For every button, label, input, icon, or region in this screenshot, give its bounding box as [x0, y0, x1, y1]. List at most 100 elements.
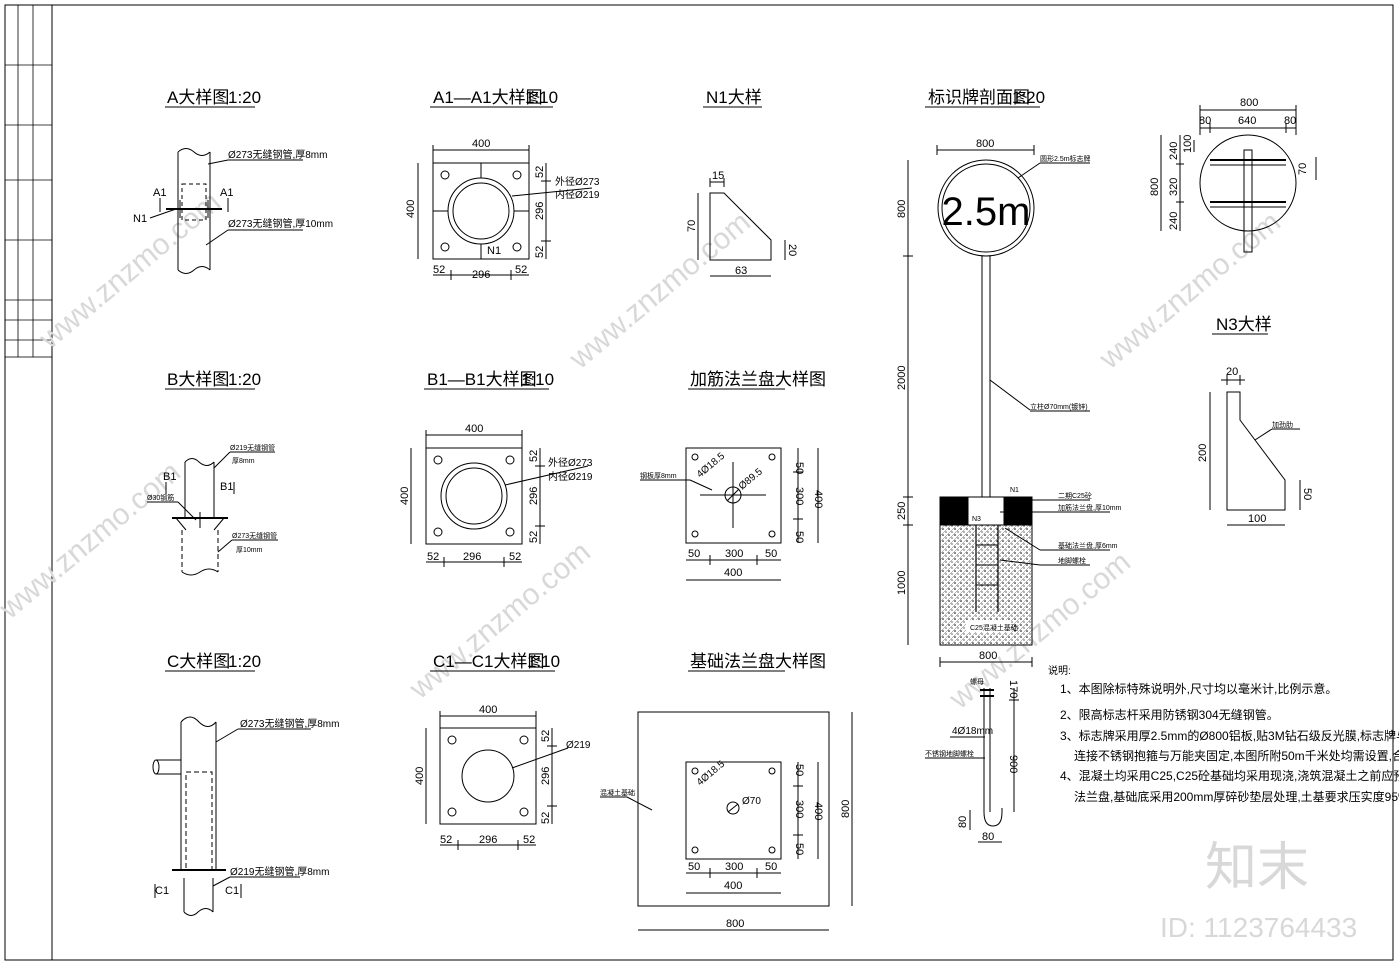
svg-text:4Ø18mm: 4Ø18mm: [952, 726, 993, 737]
svg-text:800: 800: [976, 138, 994, 150]
view-sign-front: 800 80 640 80 800 240 320 240 100 70: [1149, 97, 1317, 253]
svg-text:Ø219: Ø219: [566, 740, 591, 751]
svg-text:52: 52: [433, 264, 445, 276]
svg-text:400: 400: [465, 423, 483, 435]
svg-text:20: 20: [786, 244, 798, 256]
svg-text:80: 80: [982, 831, 994, 843]
svg-text:52: 52: [534, 166, 546, 178]
svg-text:296: 296: [463, 551, 481, 563]
svg-text:300: 300: [725, 548, 743, 560]
svg-text:C1: C1: [225, 885, 239, 897]
svg-text:52: 52: [540, 730, 552, 742]
svg-text:螺母: 螺母: [970, 677, 984, 686]
svg-text:800: 800: [896, 200, 908, 218]
svg-text:Ø273无缝钢管,厚10mm: Ø273无缝钢管,厚10mm: [228, 217, 333, 230]
svg-text:52: 52: [528, 450, 540, 462]
svg-text:2000: 2000: [896, 366, 908, 390]
svg-text:1000: 1000: [896, 571, 908, 595]
svg-text:52: 52: [515, 264, 527, 276]
svg-text:70: 70: [686, 220, 698, 232]
svg-text:296: 296: [534, 202, 546, 220]
svg-text:www.znzmo.com: www.znzmo.com: [0, 455, 187, 626]
view-c1: C1—C1大样图 1:10 400 400 52 296 52 52 296 5…: [414, 652, 591, 850]
svg-text:800: 800: [1240, 97, 1258, 109]
svg-text:加筋法兰盘大样图: 加筋法兰盘大样图: [690, 370, 826, 389]
svg-text:52: 52: [534, 246, 546, 258]
notes-block: 说明: 1、本图除标特殊说明外,尺寸均以毫米计,比例示意。 2、限高标志杆采用防…: [1048, 664, 1399, 804]
svg-text:100: 100: [1248, 513, 1266, 525]
svg-text:N1大样: N1大样: [706, 88, 762, 107]
view-b1: B1—B1大样图 1:10 400 400 52 296 52 52 296 5…: [399, 370, 593, 567]
view-n1: N1大样 15 70 20 63: [686, 88, 798, 277]
svg-text:不锈钢地脚螺栓: 不锈钢地脚螺栓: [925, 749, 974, 758]
svg-text:二期C25砼: 二期C25砼: [1058, 491, 1092, 500]
id-watermark: ID: 1123764433: [1160, 912, 1357, 943]
svg-text:70: 70: [1297, 163, 1309, 175]
view-a1: A1—A1大样图 1:10 N1 400 400 52 296 52 52 29…: [405, 88, 600, 281]
svg-text:Ø70: Ø70: [742, 796, 761, 807]
svg-text:www.znzmo.com: www.znzmo.com: [33, 185, 227, 356]
svg-text:Ø89.5: Ø89.5: [737, 466, 765, 492]
svg-text:B大样图: B大样图: [167, 370, 229, 389]
svg-text:1:20: 1:20: [1012, 88, 1045, 107]
svg-text:52: 52: [509, 551, 521, 563]
svg-text:240: 240: [1168, 142, 1180, 160]
svg-text:50: 50: [765, 861, 777, 873]
view-sign-section: 标识牌剖面图 1:20 800 2.5m 圆形2.5m标志牌 立柱Ø70mm(镀…: [896, 88, 1122, 667]
svg-text:20: 20: [1226, 366, 1238, 378]
svg-text:50: 50: [793, 531, 805, 543]
svg-text:400: 400: [479, 704, 497, 716]
svg-text:50: 50: [793, 462, 805, 474]
svg-text:80: 80: [1199, 115, 1211, 127]
svg-text:加筋法兰盘,厚10mm: 加筋法兰盘,厚10mm: [1058, 503, 1122, 512]
svg-text:Ø30钢筋: Ø30钢筋: [147, 493, 174, 502]
svg-text:296: 296: [528, 487, 540, 505]
svg-text:基础法兰盘大样图: 基础法兰盘大样图: [690, 652, 826, 671]
svg-text:混凝土基础: 混凝土基础: [600, 788, 635, 797]
svg-text:内径Ø219: 内径Ø219: [548, 470, 593, 483]
svg-text:15: 15: [712, 170, 724, 182]
svg-text:63: 63: [735, 265, 747, 277]
svg-text:C1: C1: [155, 885, 169, 897]
svg-text:800: 800: [1149, 178, 1161, 196]
svg-text:4Ø18.5: 4Ø18.5: [695, 759, 728, 789]
view-base-flange: 基础法兰盘大样图 4Ø18.5 Ø70 混凝土基础 50 300 50 400 …: [600, 652, 853, 931]
svg-text:400: 400: [414, 767, 426, 785]
svg-text:内径Ø219: 内径Ø219: [555, 188, 600, 201]
svg-text:1:10: 1:10: [525, 88, 558, 107]
svg-text:100: 100: [1182, 135, 1194, 153]
svg-text:Ø273无缝钢管,厚8mm: Ø273无缝钢管,厚8mm: [228, 148, 327, 161]
svg-text:800: 800: [979, 650, 997, 662]
svg-text:厚8mm: 厚8mm: [232, 457, 255, 465]
title-strip: [4, 4, 53, 358]
svg-text:加劲肋: 加劲肋: [1272, 420, 1293, 429]
svg-text:外径Ø273: 外径Ø273: [548, 456, 593, 469]
svg-text:400: 400: [812, 802, 824, 820]
svg-text:A1—A1大样图: A1—A1大样图: [433, 88, 543, 107]
svg-text:400: 400: [405, 200, 417, 218]
svg-text:4Ø18.5: 4Ø18.5: [695, 451, 728, 481]
svg-text:50: 50: [793, 764, 805, 776]
svg-text:80: 80: [957, 816, 969, 828]
svg-text:外径Ø273: 外径Ø273: [555, 175, 600, 188]
view-b: B大样图 1:20 B1 B1 Ø30钢筋 Ø219无缝钢管 厚8mm Ø273…: [147, 370, 278, 576]
svg-text:50: 50: [1301, 488, 1313, 500]
svg-text:地脚螺栓: 地脚螺栓: [1058, 556, 1086, 565]
view-n3: N3大样 20 200 50 100 加劲肋: [1197, 315, 1313, 526]
svg-text:50: 50: [688, 548, 700, 560]
svg-text:250: 250: [896, 502, 908, 520]
svg-text:Ø273无缝钢管,厚8mm: Ø273无缝钢管,厚8mm: [240, 717, 339, 730]
svg-text:B1: B1: [220, 481, 233, 493]
view-a: A大样图 1:20 A1 A1 N1 Ø273无缝钢管,厚8mm Ø273无缝钢…: [133, 88, 333, 274]
svg-text:N3: N3: [972, 516, 981, 523]
svg-text:400: 400: [724, 880, 742, 892]
svg-text:170: 170: [1007, 680, 1019, 698]
notes-heading: 说明:: [1048, 664, 1071, 677]
view-c: C大样图 1:20 C1 C1 Ø273无缝钢管,厚8mm Ø219无缝钢管,厚…: [152, 652, 339, 916]
svg-text:www.znzmo.com: www.znzmo.com: [563, 205, 757, 376]
svg-text:300: 300: [793, 800, 805, 818]
svg-text:1:10: 1:10: [521, 370, 554, 389]
note-4b: 法兰盘,基础底采用200mm厚碎砂垫层处理,土基要求压实度95%以上。: [1074, 789, 1399, 804]
svg-text:296: 296: [540, 767, 552, 785]
